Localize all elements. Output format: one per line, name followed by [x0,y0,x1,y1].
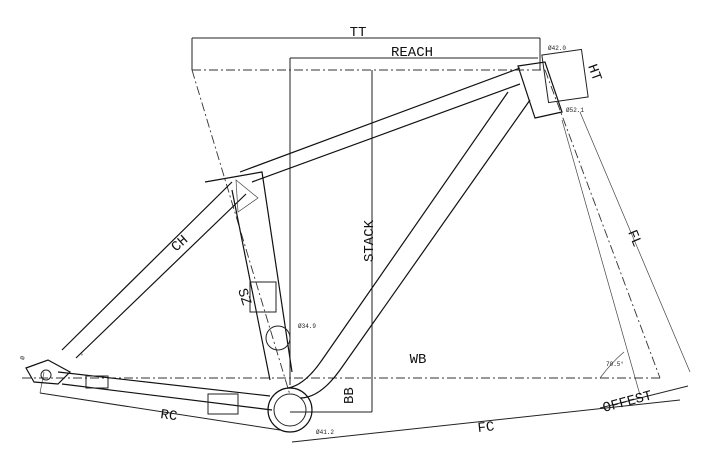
top-tube [239,67,521,183]
seat-clamp-box [249,281,277,313]
seat-stay-bridge [235,179,259,213]
head-angle-arc [599,351,625,379]
wb-label: WB [410,352,427,368]
head-top-diameter: Ø42.0 [548,45,566,52]
fc-dimension-line [291,399,681,443]
steering-axis-line [544,69,661,379]
rc-dimension-line [39,392,281,431]
headset-cup [541,48,589,104]
head-angle-label: 70.5° [606,361,624,368]
down-tube [287,91,531,399]
seat-post-diameter: Ø34.9 [298,323,316,330]
rear-angle-dim: ° [80,353,84,360]
dropout-block [85,375,109,389]
seat-axis-line [191,69,291,396]
bb-shell-diameter: Ø41.2 [316,429,334,436]
head-bottom-diameter: Ø52.1 [566,107,584,114]
fork-outline-left [561,119,641,396]
seat-stay [61,181,247,359]
stack-label: STACK [362,219,378,262]
rc-label: RC [159,407,178,425]
sz-label: SZ [233,287,253,308]
head-tube [517,61,563,119]
fork-outline-right [579,111,691,373]
bb-label: BB [342,387,358,404]
fc-label: FC [477,419,495,437]
ht-label: HT [583,62,604,83]
rear-dropout-dim: Ø [19,355,27,360]
seat-tube [204,171,293,381]
bottom-bracket-outer [267,387,313,433]
chainstay-yoke [207,393,239,415]
reach-label: REACH [391,45,433,61]
offset-label: OFFEST [601,388,654,417]
rear-axle [40,369,52,381]
fl-label: FL [623,228,644,250]
seat-tube-junction [265,325,291,351]
bottom-bracket-inner [273,393,307,427]
ch-label: CH [169,233,192,256]
rear-dropout [25,359,71,385]
tt-label: TT [350,25,367,41]
offset-dimension-line [599,385,689,409]
